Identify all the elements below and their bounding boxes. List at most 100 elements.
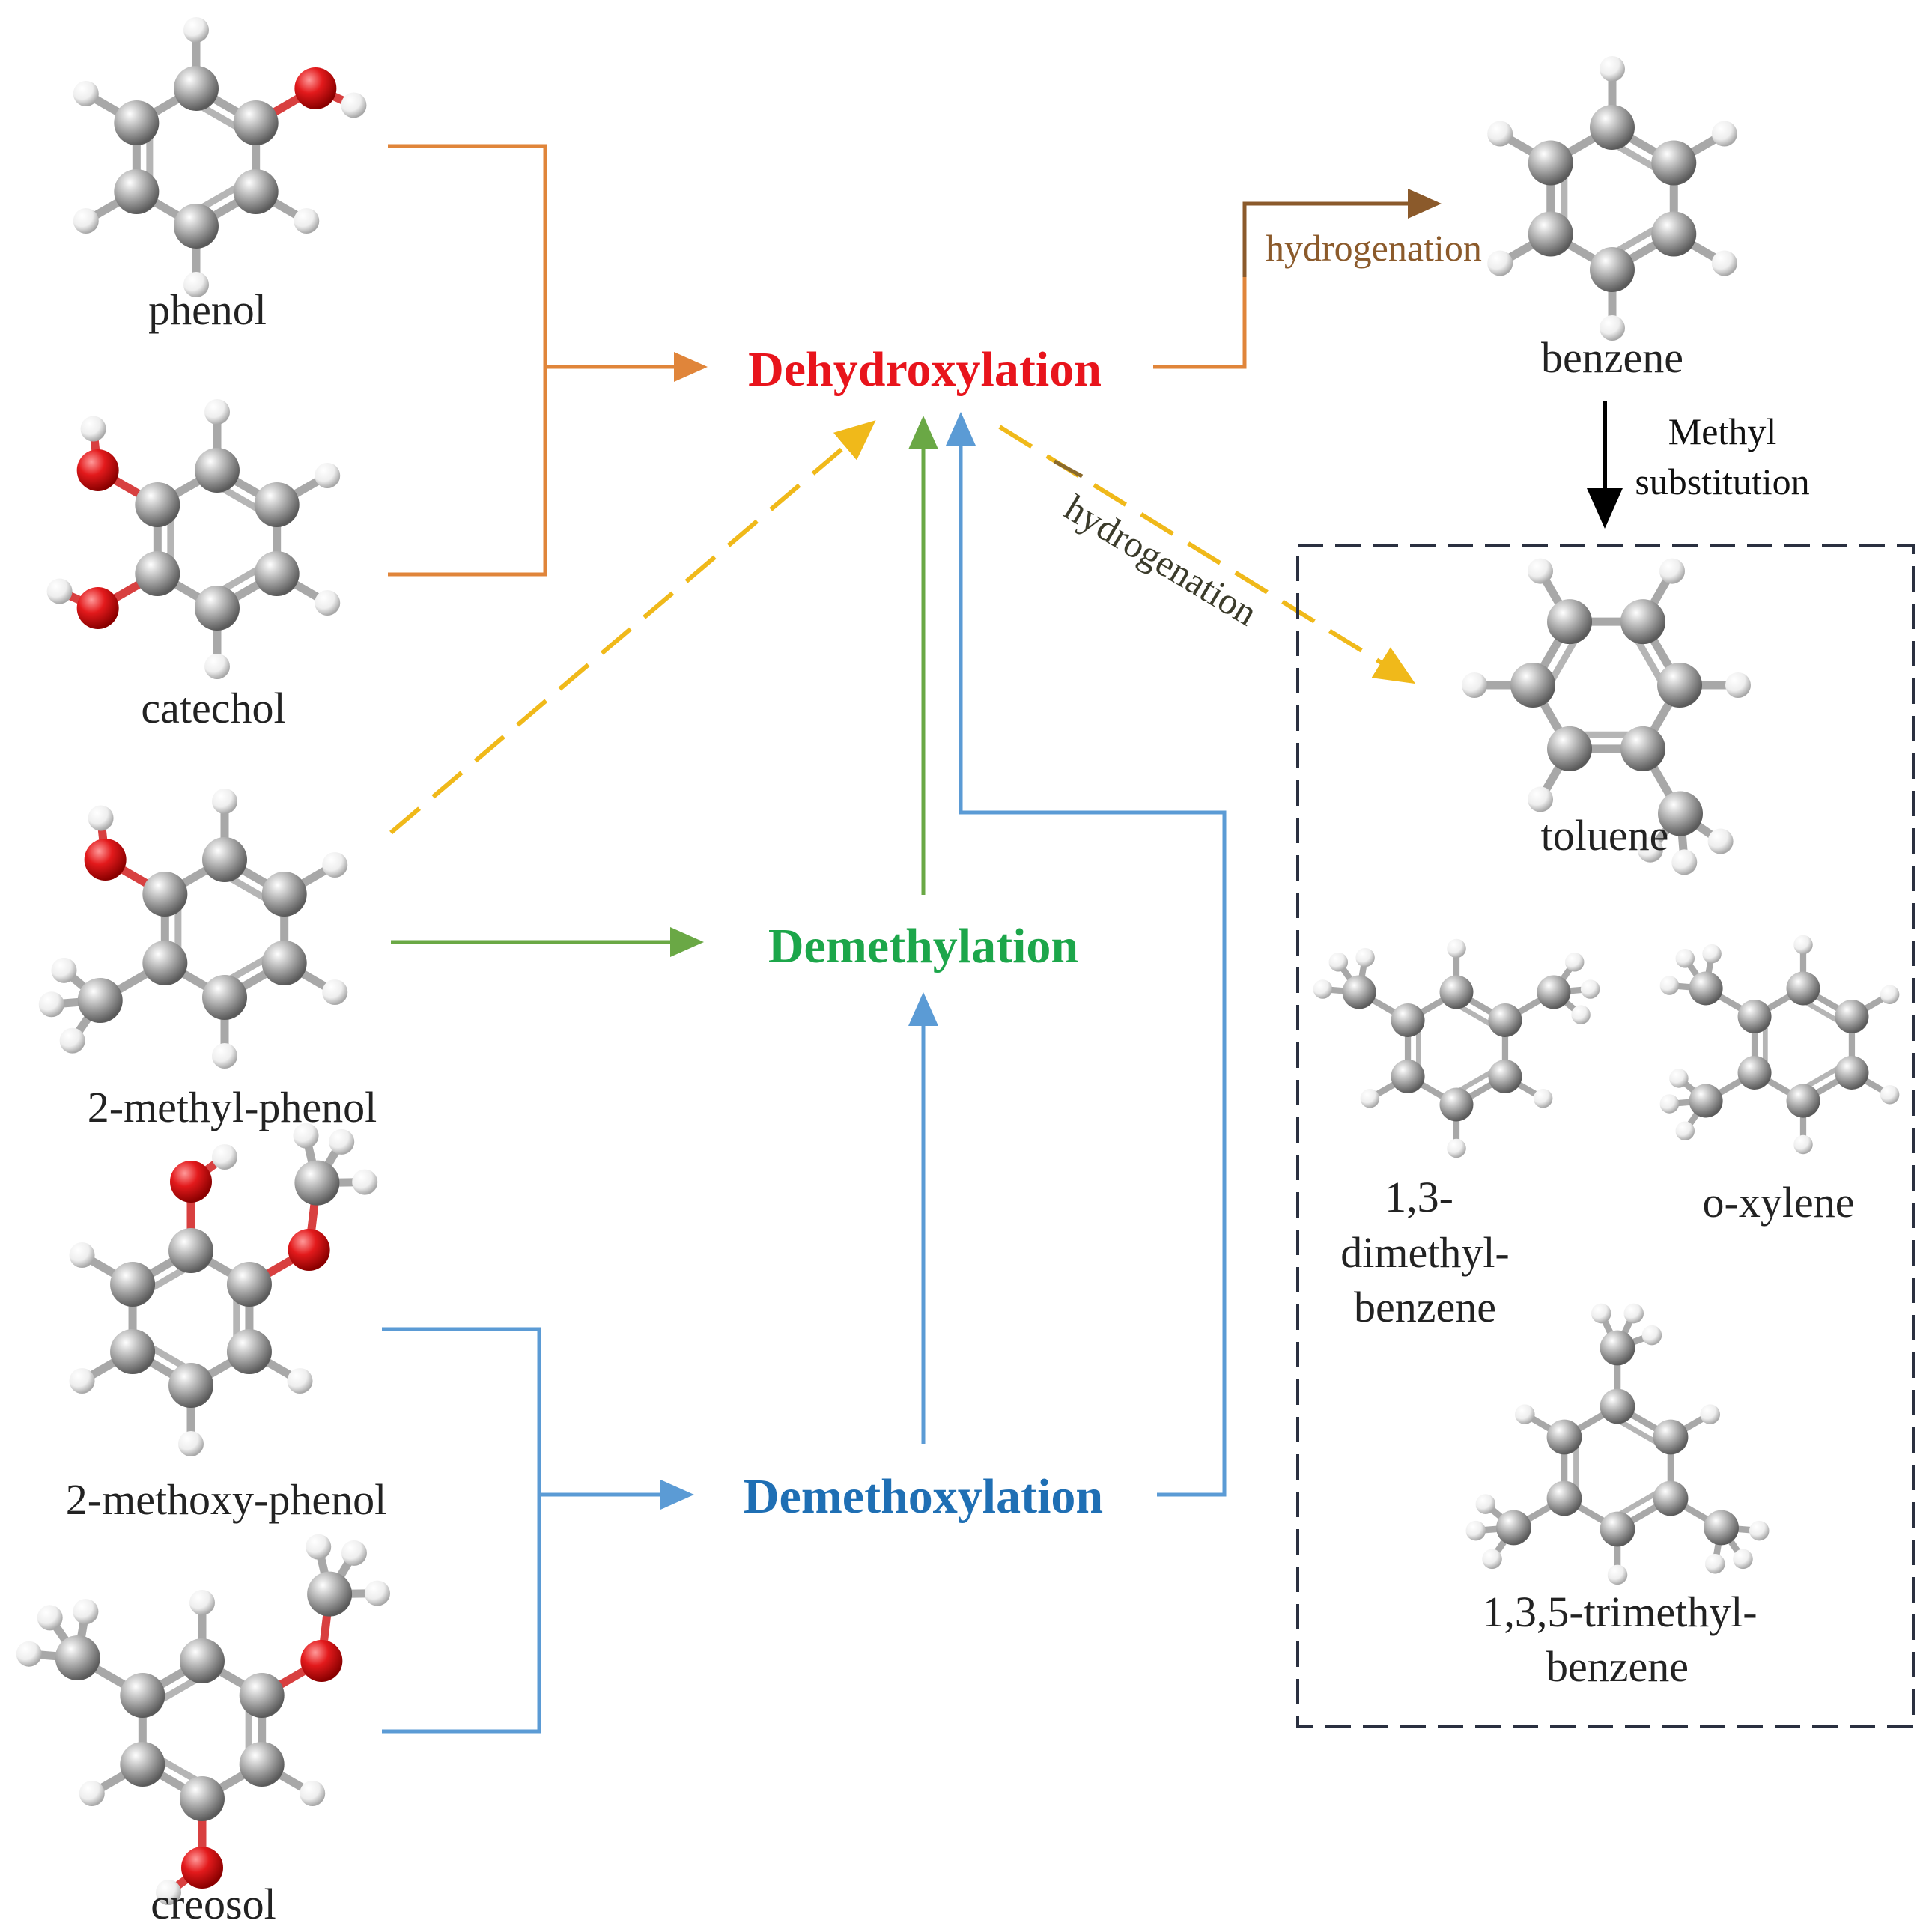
carbon-atom: [1496, 1510, 1531, 1546]
hydrogen-atom: [1328, 953, 1349, 972]
oxygen-atom: [76, 449, 119, 491]
oxygen-atom: [84, 839, 127, 881]
carbon-atom: [1653, 1480, 1689, 1516]
hydrogen-atom: [1482, 1549, 1502, 1570]
hydrogen-atom: [315, 590, 341, 616]
hydrogen-atom: [1702, 944, 1722, 964]
hydrogen-atom: [156, 1880, 181, 1905]
hydrogen-atom: [1671, 849, 1698, 875]
carbon-atom: [110, 1329, 156, 1374]
hydrogen-atom: [1600, 56, 1625, 82]
carbon-atom: [1600, 1511, 1635, 1547]
hydrogen-atom: [212, 1144, 237, 1170]
hydrogen-atom: [88, 805, 114, 831]
dimethylbenzene-label-1: 1,3-: [1385, 1173, 1453, 1221]
hydrogen-atom: [80, 416, 106, 442]
oxygen-atom: [181, 1847, 223, 1889]
hydrogen-atom: [1880, 985, 1900, 1004]
hydrogen-atom: [46, 578, 73, 604]
hydrogen-atom: [1704, 1553, 1725, 1574]
hydrogen-atom: [1749, 1520, 1770, 1541]
hydrogen-atom: [1447, 1138, 1466, 1158]
methoxyphenol-label: 2-methoxy-phenol: [66, 1475, 386, 1524]
hydrogen-atom: [341, 1540, 367, 1566]
hydrogen-atom: [1659, 558, 1685, 584]
hydrogen-atom: [1669, 1069, 1689, 1088]
trimethylbenzene-label-1: 1,3,5-trimethyl-: [1482, 1588, 1757, 1636]
hydrogen-atom: [293, 1123, 319, 1149]
hydrogen-atom: [1487, 250, 1513, 276]
carbon-atom: [1600, 1388, 1635, 1424]
carbon-atom: [1488, 1003, 1522, 1037]
benzene-label: benzene: [1541, 333, 1683, 382]
hydrogenation-top-label: hydrogenation: [1266, 227, 1482, 269]
hydrogen-atom: [1793, 1134, 1813, 1155]
carbon-atom: [1547, 599, 1592, 645]
carbon-atom: [114, 100, 160, 145]
carbon-atom: [239, 1742, 285, 1787]
trimethylbenzene-molecule: [1465, 1303, 1770, 1585]
carbon-atom: [174, 204, 219, 249]
carbon-atom: [142, 872, 188, 917]
carbon-atom: [1620, 599, 1665, 645]
hydrogen-atom: [69, 1368, 95, 1394]
hydrogen-atom: [178, 1431, 204, 1456]
hydrogen-atom: [1659, 1094, 1680, 1114]
carbon-atom: [261, 941, 307, 985]
carbon-atom: [142, 941, 188, 985]
hydrogen-atom: [212, 1043, 237, 1069]
hydrogen-atom: [1725, 672, 1751, 698]
carbon-atom: [1835, 1000, 1869, 1033]
hydrogen-atom: [1880, 1085, 1900, 1105]
carbon-atom: [1528, 211, 1573, 257]
carbon-atom: [1439, 975, 1474, 1009]
hydrogen-atom: [329, 1128, 355, 1155]
hydrogen-atom: [1313, 979, 1333, 999]
dimethylbenzene-label-2: dimethyl-: [1340, 1228, 1510, 1277]
hydrogen-atom: [69, 1242, 95, 1268]
hydrogen-atom: [59, 1027, 85, 1054]
phenol-molecule: [73, 17, 367, 297]
hydrogen-atom: [183, 272, 209, 297]
demethoxylation-label: Demethoxylation: [744, 1469, 1103, 1524]
carbon-atom: [1547, 726, 1592, 771]
carbon-atom: [1590, 247, 1635, 292]
carbon-atom: [110, 1262, 156, 1307]
hydrogen-atom: [189, 1590, 215, 1615]
hydrogen-atom: [51, 957, 77, 983]
hydrogen-atom: [1711, 250, 1737, 276]
hydrogen-atom: [183, 17, 209, 43]
carbon-atom: [1391, 1003, 1425, 1037]
carbon-atom: [294, 1160, 340, 1206]
carbon-atom: [233, 169, 279, 214]
hydrogen-atom: [1607, 1564, 1628, 1585]
carbon-atom: [1528, 140, 1573, 186]
hydrogen-atom: [1580, 979, 1600, 999]
hydrogen-atom: [204, 654, 230, 679]
carbon-atom: [135, 482, 180, 527]
hydrogen-atom: [1700, 1404, 1720, 1424]
hydrogen-atom: [1475, 1494, 1496, 1514]
carbon-atom: [1657, 663, 1702, 708]
hydrogen-atom: [322, 979, 348, 1005]
catechol-molecule: [46, 399, 341, 679]
hydrogen-atom: [1533, 1089, 1553, 1108]
hydrogen-atom: [1528, 786, 1553, 812]
carbon-atom: [226, 1262, 272, 1307]
carbon-atom: [1537, 975, 1571, 1009]
hydrogen-atom: [1462, 672, 1487, 698]
carbon-atom: [180, 1638, 225, 1683]
carbon-atom: [1689, 971, 1723, 1006]
hydrogen-atom: [1487, 121, 1513, 147]
hydrogen-atom: [1623, 1303, 1644, 1324]
benzene-molecule: [1487, 56, 1737, 341]
dehydroxylation-label: Dehydroxylation: [748, 342, 1102, 397]
hydrogen-atom: [322, 852, 348, 878]
hydrogen-atom: [79, 1781, 105, 1806]
hydrogen-atom: [1447, 938, 1466, 959]
hydrogen-atom: [300, 1781, 326, 1806]
hydrogen-atom: [212, 789, 237, 814]
carbon-atom: [55, 1635, 100, 1680]
carbon-atom: [135, 551, 180, 596]
hydrogen-atom: [73, 208, 99, 234]
